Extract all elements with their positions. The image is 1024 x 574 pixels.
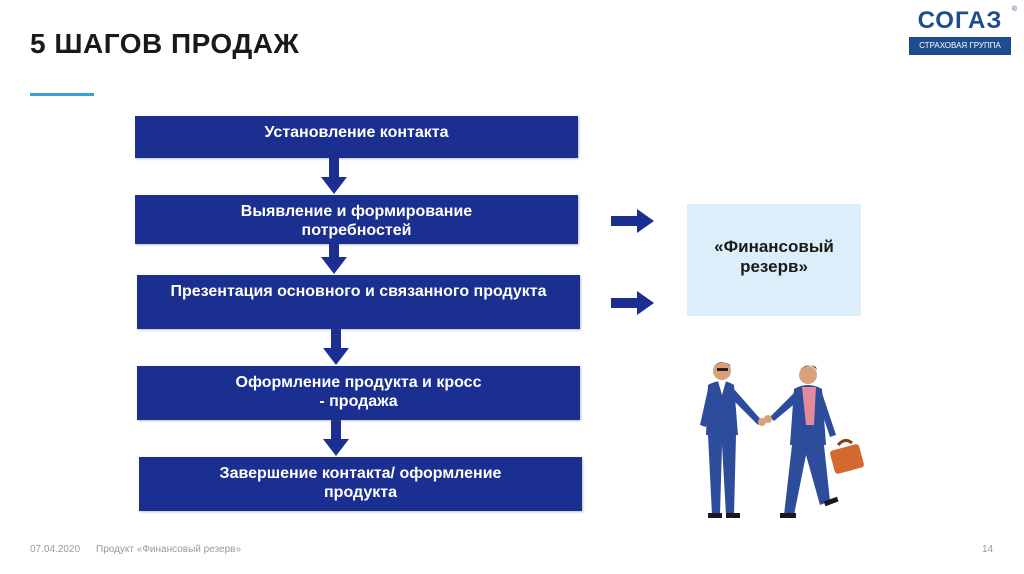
right-businessman xyxy=(764,365,864,518)
logo-subtitle: СТРАХОВАЯ ГРУППА xyxy=(909,37,1011,55)
company-logo: СОГАЗ ® СТРАХОВАЯ ГРУППА xyxy=(909,6,1017,56)
down-arrow-icon xyxy=(323,419,349,456)
down-arrow-icon xyxy=(323,328,349,365)
step-2-box: Выявление и формирование потребностей xyxy=(135,195,578,244)
down-arrow-icon xyxy=(321,243,347,274)
footer-text: Продукт «Финансовый резерв» xyxy=(96,544,242,555)
title-underline xyxy=(30,93,94,96)
step-2-label: Выявление и формирование потребностей xyxy=(240,203,473,239)
product-box: «Финансовый резерв» xyxy=(687,204,861,316)
page-number: 14 xyxy=(982,544,994,555)
step-5-box: Завершение контакта/ оформление продукта xyxy=(139,457,582,511)
left-businessman xyxy=(700,362,766,518)
page-title: 5 ШАГОВ ПРОДАЖ xyxy=(30,28,300,59)
step-3-box: Презентация основного и связанного проду… xyxy=(137,275,580,329)
step-4-label: Оформление продукта и кросс - продажа xyxy=(235,374,482,410)
logo-wordmark: СОГАЗ xyxy=(917,7,1003,34)
right-arrow-icon xyxy=(611,291,654,315)
step-3-label: Презентация основного и связанного проду… xyxy=(170,283,547,300)
footer-date: 07.04.2020 xyxy=(30,544,81,555)
step-5-label: Завершение контакта/ оформление продукта xyxy=(219,465,502,501)
down-arrow-icon xyxy=(321,157,347,194)
step-1-label: Установление контакта xyxy=(264,124,449,141)
step-1-box: Установление контакта xyxy=(135,116,578,158)
handshake-illustration xyxy=(700,362,864,518)
right-arrow-icon xyxy=(611,209,654,233)
step-4-box: Оформление продукта и кросс - продажа xyxy=(137,366,580,420)
logo-registered-mark: ® xyxy=(1011,6,1017,13)
